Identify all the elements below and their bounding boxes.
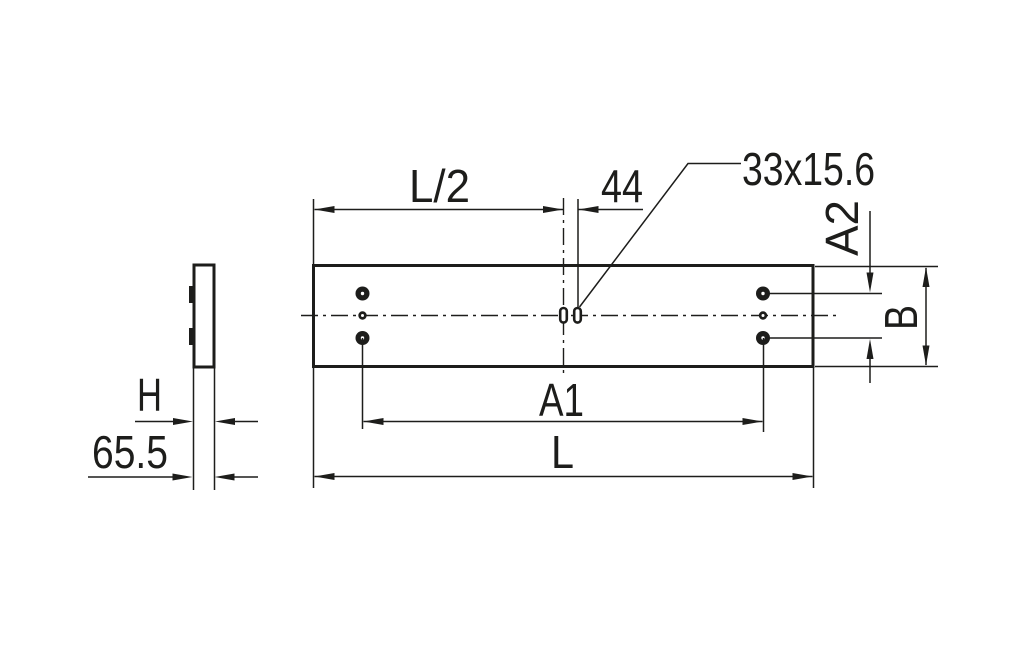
dimension-label-slot-size: 33x15.6 — [742, 143, 875, 195]
arrowhead-slot-spacing — [578, 206, 599, 213]
dimension-label-hole-rows: A2 — [816, 200, 868, 256]
dimensions: L/2 44 33x15.6 A2 B A1 L — [312, 143, 938, 488]
arrowhead-total-length-left — [314, 473, 335, 480]
arrowhead-thickness-right — [215, 418, 235, 425]
dimension-label-thickness: H — [137, 369, 162, 421]
side-view: H 65.5 — [88, 263, 258, 490]
front-view — [301, 198, 882, 377]
arrowhead-hole-spacing-right — [742, 418, 763, 425]
front-view-plate-outline — [312, 264, 815, 368]
dimension-label-total-length: L — [551, 426, 574, 478]
arrowhead-hole-rows-bottom — [866, 339, 874, 359]
hole-center-mark — [761, 291, 765, 296]
dimension-label-slot-spacing: 44 — [601, 160, 643, 212]
hole-center-mark — [761, 314, 765, 317]
dimension-label-plate-width: B — [875, 305, 927, 330]
hole-center-mark — [361, 314, 364, 317]
leader-line-slot-size — [578, 162, 741, 308]
dimension-label-hole-spacing: A1 — [539, 374, 584, 426]
arrowhead-total-length-right — [792, 473, 813, 480]
arrowhead-depth-right — [214, 473, 235, 481]
arrowhead-hole-rows-top — [866, 272, 874, 293]
dimension-label-half-length: L/2 — [409, 160, 470, 212]
arrowhead-half-length-left — [314, 206, 335, 213]
dimension-label-depth: 65.5 — [92, 426, 168, 478]
arrowhead-thickness-left — [173, 418, 193, 425]
arrowhead-depth-left — [172, 473, 193, 481]
arrowhead-hole-spacing-left — [363, 418, 384, 425]
center-slot-right — [572, 306, 583, 324]
hole-center-mark — [360, 291, 365, 296]
side-view-hole-mark-bottom — [189, 328, 194, 345]
arrowhead-plate-width-top — [922, 267, 930, 287]
center-slot-left — [558, 306, 569, 324]
side-view-hole-mark-top — [189, 286, 194, 303]
arrowhead-plate-width-bottom — [922, 345, 930, 366]
side-view-plate-outline — [192, 263, 216, 369]
arrowhead-half-length-right — [543, 206, 563, 213]
